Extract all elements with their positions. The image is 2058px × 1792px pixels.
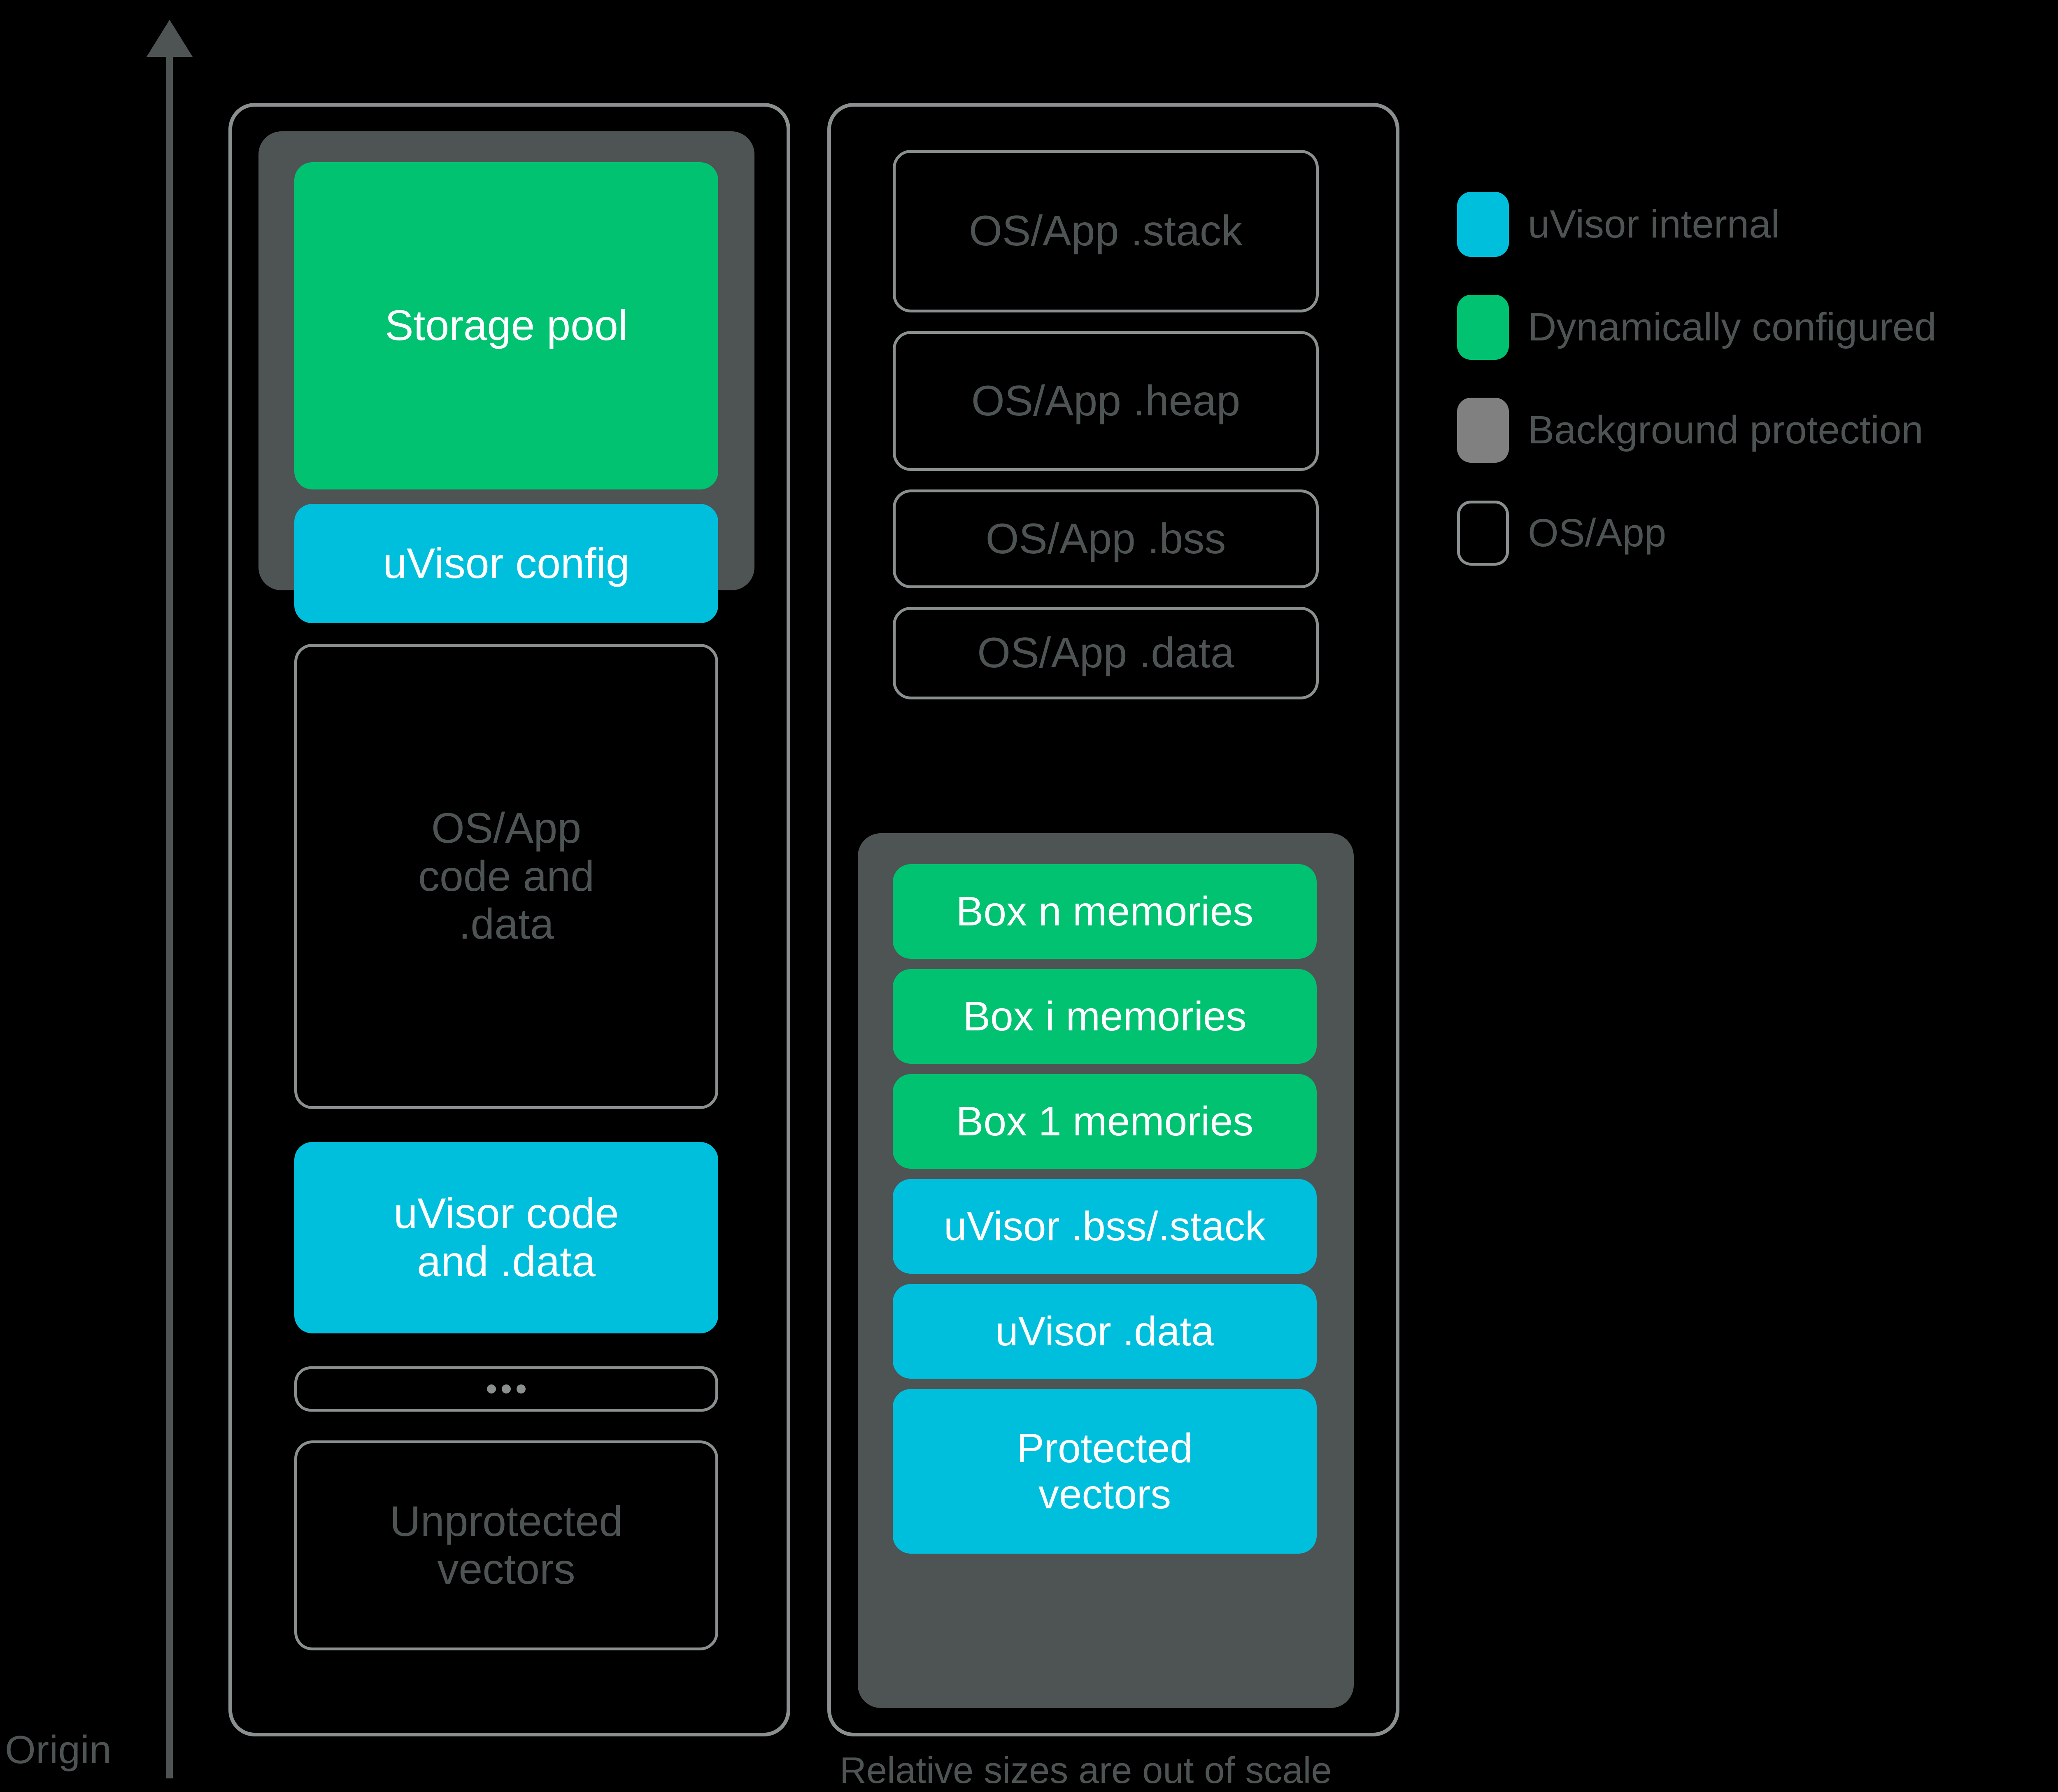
legend-label-osapp: OS/App [1528, 511, 1667, 555]
block-osapp-code-and-data[interactable]: OS/App code and .data [294, 644, 718, 1109]
block-uvisor-code-and-data[interactable]: uVisor code and .data [294, 1142, 718, 1333]
legend-item-uvisor-internal: uVisor internal [1457, 173, 2058, 276]
axis-line [166, 45, 173, 1778]
legend-label-uvisor-internal: uVisor internal [1528, 202, 1780, 246]
left-memory-column: Storage pool uVisor config OS/App code a… [228, 103, 790, 1736]
block-osapp-data[interactable]: OS/App .data [893, 607, 1319, 699]
block-unprotected-vectors[interactable]: Unprotected vectors [294, 1440, 718, 1650]
legend-item-background-protection: Background protection [1457, 379, 2058, 482]
legend-item-dynamically-configured: Dynamically configured [1457, 276, 2058, 379]
legend-label-dynamically-configured: Dynamically configured [1528, 305, 1937, 349]
block-uvisor-bss-stack[interactable]: uVisor .bss/.stack [893, 1179, 1317, 1274]
ellipsis-icon [487, 1384, 526, 1394]
block-uvisor-data[interactable]: uVisor .data [893, 1284, 1317, 1379]
legend-item-osapp: OS/App [1457, 482, 2058, 585]
block-osapp-heap[interactable]: OS/App .heap [893, 331, 1319, 471]
origin-label: Origin [5, 1728, 112, 1772]
legend-swatch-background-protection [1457, 398, 1509, 463]
legend-swatch-dynamically-configured [1457, 295, 1509, 360]
boxes-protection-group: Box n memories Box i memories Box 1 memo… [858, 833, 1354, 1708]
block-box-n-memories[interactable]: Box n memories [893, 864, 1317, 959]
legend-label-background-protection: Background protection [1528, 408, 1923, 452]
right-memory-column: OS/App .stack OS/App .heap OS/App .bss O… [827, 103, 1399, 1736]
block-osapp-stack[interactable]: OS/App .stack [893, 150, 1319, 312]
block-box-i-memories[interactable]: Box i memories [893, 969, 1317, 1064]
block-ellipsis[interactable] [294, 1366, 718, 1412]
storage-protection-group: Storage pool uVisor config [258, 131, 754, 623]
block-protected-vectors[interactable]: Protected vectors [893, 1389, 1317, 1554]
scale-disclaimer-caption: Relative sizes are out of scale [840, 1750, 1332, 1791]
block-osapp-bss[interactable]: OS/App .bss [893, 489, 1319, 588]
block-uvisor-config[interactable]: uVisor config [294, 504, 718, 623]
block-box-1-memories[interactable]: Box 1 memories [893, 1074, 1317, 1169]
block-storage-pool[interactable]: Storage pool [294, 162, 718, 489]
legend-swatch-uvisor-internal [1457, 192, 1509, 257]
legend-swatch-osapp [1457, 501, 1509, 566]
legend: uVisor internal Dynamically configured B… [1457, 173, 2058, 585]
